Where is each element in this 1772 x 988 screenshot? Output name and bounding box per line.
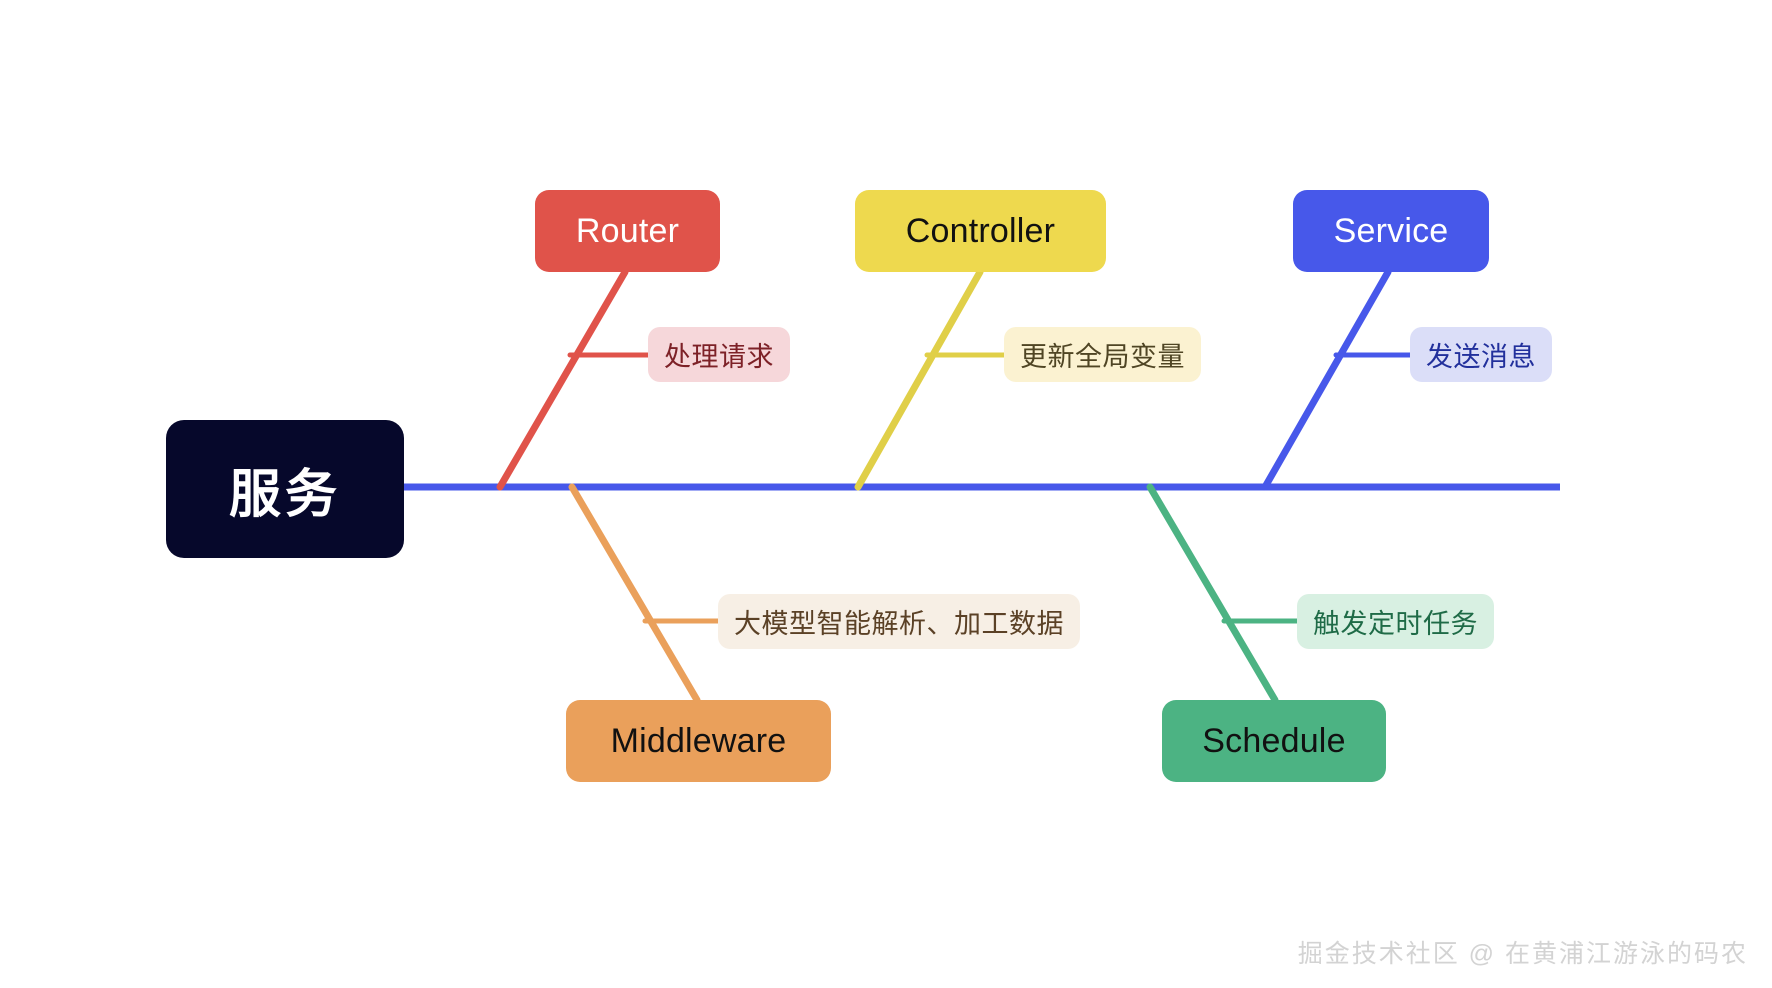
sub-cause-label-controller: 更新全局变量 [1020,342,1185,372]
sub-cause-pill-service[interactable]: 发送消息 [1410,327,1552,382]
category-label-schedule: Schedule [1202,721,1346,760]
branch-line-service [1261,268,1392,491]
category-label-service: Service [1333,211,1449,250]
category-box-schedule[interactable]: Schedule [1162,700,1386,782]
branch-line-controller [854,268,984,491]
sub-cause-pill-middleware[interactable]: 大模型智能解析、加工数据 [718,594,1080,649]
category-box-service[interactable]: Service [1293,190,1489,272]
branch-line-middleware [568,483,701,704]
sub-cause-pill-controller[interactable]: 更新全局变量 [1004,327,1201,382]
sub-cause-label-router: 处理请求 [664,342,774,372]
category-box-controller[interactable]: Controller [855,190,1106,272]
sub-cause-label-schedule: 触发定时任务 [1313,609,1478,639]
sub-cause-label-middleware: 大模型智能解析、加工数据 [734,609,1064,639]
fishbone-head-label: 服务 [228,465,341,524]
sub-cause-pill-schedule[interactable]: 触发定时任务 [1297,594,1494,649]
sub-cause-pill-router[interactable]: 处理请求 [648,327,790,382]
sub-cause-label-service: 发送消息 [1426,342,1536,372]
category-label-controller: Controller [905,211,1056,250]
category-label-middleware: Middleware [610,721,787,760]
category-label-router: Router [575,211,680,250]
branch-line-schedule [1146,483,1279,704]
category-box-middleware[interactable]: Middleware [566,700,831,782]
branch-line-router [496,268,629,491]
category-box-router[interactable]: Router [535,190,720,272]
watermark-text: 掘金技术社区 @ 在黄浦江游泳的码农 [1297,940,1748,968]
fishbone-head-box[interactable]: 服务 [166,420,404,558]
